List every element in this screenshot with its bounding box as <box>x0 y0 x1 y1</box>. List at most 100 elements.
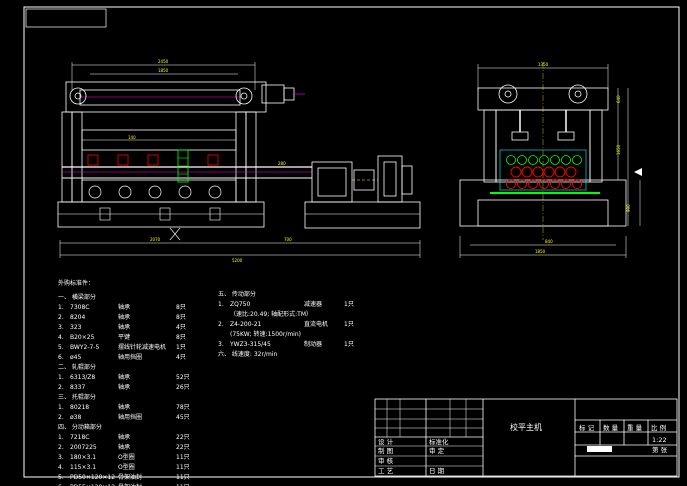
approval-label: 审 定 <box>429 446 445 455</box>
arrow-marker <box>634 168 642 176</box>
parts-left-row-cell: 11只 <box>176 464 190 471</box>
dim-roll-pitch: 140 <box>128 135 136 140</box>
parts-left-row-cell: 4只 <box>176 354 186 361</box>
parts-left-row-cell: 78只 <box>176 404 190 411</box>
parts-left-row-cell: 2007225 <box>70 444 97 451</box>
dim-side-center: 840 <box>545 239 553 244</box>
parts-right-row-cell: 减速器 <box>304 300 322 308</box>
parts-left-row-cell: PD50×120×12 <box>70 474 115 481</box>
parts-left-row-cell: 2. <box>58 314 64 321</box>
parts-left-row-cell: 1只 <box>176 344 186 351</box>
dim-side-top-height: 640 <box>616 95 621 103</box>
parts-left-section-title: 二、 轧辊部分 <box>58 363 96 371</box>
parts-left-row-cell: B20×25 <box>70 334 95 341</box>
parts-left-row-cell: 轴承 <box>118 443 130 451</box>
corner-label-box <box>25 8 107 28</box>
sheet-info: 第 张 <box>652 445 668 454</box>
parts-left-row-cell: 1. <box>58 434 64 441</box>
parts-left-row-cell: 6. <box>58 484 64 486</box>
parts-left-row-cell: 平键 <box>118 333 130 341</box>
parts-left-row-cell: 115×3.1 <box>70 464 96 471</box>
side-view-rolls <box>490 149 600 194</box>
parts-left-row-cell: ø38 <box>70 414 81 421</box>
header-cell-weight: 重 量 <box>627 424 643 432</box>
front-view <box>57 62 421 258</box>
dim-front-top: 2450 <box>158 59 169 64</box>
parts-right-row-note: （速比:20.49; 轴配形式:TM） <box>230 310 312 318</box>
front-view-rolls <box>87 149 222 221</box>
parts-left-row-cell: 轴用挡圈 <box>118 413 142 421</box>
drawing-frame <box>23 6 680 478</box>
parts-left-row-cell: 轴承 <box>118 323 130 331</box>
parts-left-row-cell: 摆线针轮减速电机 <box>118 343 166 351</box>
header-cell-scale: 比 例 <box>651 423 666 432</box>
parts-left-row-cell: 3. <box>58 454 64 461</box>
parts-right-row-cell: 直流电机 <box>304 320 328 328</box>
role-process: 工 艺 <box>378 467 394 475</box>
parts-left-row-cell: 7218C <box>70 434 89 441</box>
parts-left-row-cell: 4只 <box>176 324 186 331</box>
title-block <box>374 398 678 477</box>
parts-left-row-cell: 11只 <box>176 484 190 486</box>
parts-list-heading: 外购标准件： <box>58 279 94 287</box>
parts-left-row-cell: 5. <box>58 344 64 351</box>
dim-side-top: 1350 <box>538 62 549 67</box>
parts-left-row-cell: BWY2-7-5 <box>70 344 99 351</box>
parts-left-row-cell: 轴承 <box>118 303 130 311</box>
drive-unit <box>304 155 421 229</box>
parts-left-row-cell: 8只 <box>176 334 186 341</box>
parts-left-row-cell: 2. <box>58 414 64 421</box>
parts-left-row-cell: 轴承 <box>118 403 130 411</box>
standardization-label: 标准化 <box>429 437 449 446</box>
dim-side-bottom: 1850 <box>535 249 546 254</box>
parts-right-row-cell: 1只 <box>344 301 354 308</box>
parts-left-row-cell: 2. <box>58 444 64 451</box>
parts-left-row-cell: 26只 <box>176 384 190 391</box>
parts-left-row-cell: 1. <box>58 374 64 381</box>
parts-left-row-cell: 8204 <box>70 314 85 321</box>
parts-right-row-cell: Z4-200-21 <box>230 321 262 328</box>
dim-front-bottom-left: 2070 <box>150 237 161 242</box>
parts-right-row-cell: 1. <box>218 301 224 308</box>
parts-right-row-cell: YWZ3-315/45 <box>229 341 271 348</box>
parts-left-section-title: 四、 分动箱部分 <box>58 423 102 431</box>
parts-left-row-cell: 2. <box>58 384 64 391</box>
parts-right-row-cell: 3. <box>218 341 224 348</box>
parts-left-row-cell: 4. <box>58 464 64 471</box>
parts-left-row-cell: 轴承 <box>118 433 130 441</box>
dimension-labels: 2450 1850 140 5200 2070 700 280 1350 185… <box>128 59 631 263</box>
parts-left-row-cell: 6313/Z8 <box>70 374 95 381</box>
parts-left-section-title: 一、 横梁部分 <box>58 293 96 301</box>
parts-left-row-cell: 22只 <box>176 434 190 441</box>
parts-left-row-cell: 11只 <box>176 474 190 481</box>
parts-left-row-cell: 1. <box>58 404 64 411</box>
parts-left-row-cell: 52只 <box>176 374 190 381</box>
header-cell-qty: 数 量 <box>603 423 619 432</box>
parts-left-row-cell: 11只 <box>176 454 190 461</box>
date-label: 日 期 <box>429 467 445 475</box>
parts-right-section-title: 五、 传动部分 <box>218 290 256 298</box>
parts-left-row-cell: 轴用挡圈 <box>118 353 142 361</box>
parts-left-row-cell: 1. <box>58 304 64 311</box>
parts-right-section-title: 六、 线速度: 32r/min <box>218 350 277 358</box>
dim-front-total: 5200 <box>232 258 243 263</box>
parts-left-row-cell: 骨架油封 <box>118 483 142 486</box>
parts-left-row-cell: PD55×120×12 <box>70 484 115 486</box>
drawing-title: 校平主机 <box>510 422 542 432</box>
parts-left-row-cell: 4. <box>58 334 64 341</box>
parts-left-row-cell: ø45 <box>70 354 81 361</box>
header-cell-mark: 标 记 <box>579 423 595 432</box>
parts-right-row-cell: 制动器 <box>304 340 322 348</box>
parts-left-row-cell: 8只 <box>176 314 186 321</box>
parts-left-row-cell: 8337 <box>70 384 85 391</box>
dim-side-height: 1650 <box>616 144 621 155</box>
parts-left-row-cell: 80218 <box>70 404 89 411</box>
dim-side-right-height: 990 <box>626 204 631 212</box>
parts-left-row-cell: 3. <box>58 324 64 331</box>
parts-left-row-cell: O型圈 <box>118 453 135 461</box>
side-view <box>459 64 641 258</box>
parts-right-row-cell: ZQ750 <box>230 301 250 308</box>
parts-right-row-cell: 1只 <box>344 321 354 328</box>
role-design: 设 计 <box>378 437 394 446</box>
